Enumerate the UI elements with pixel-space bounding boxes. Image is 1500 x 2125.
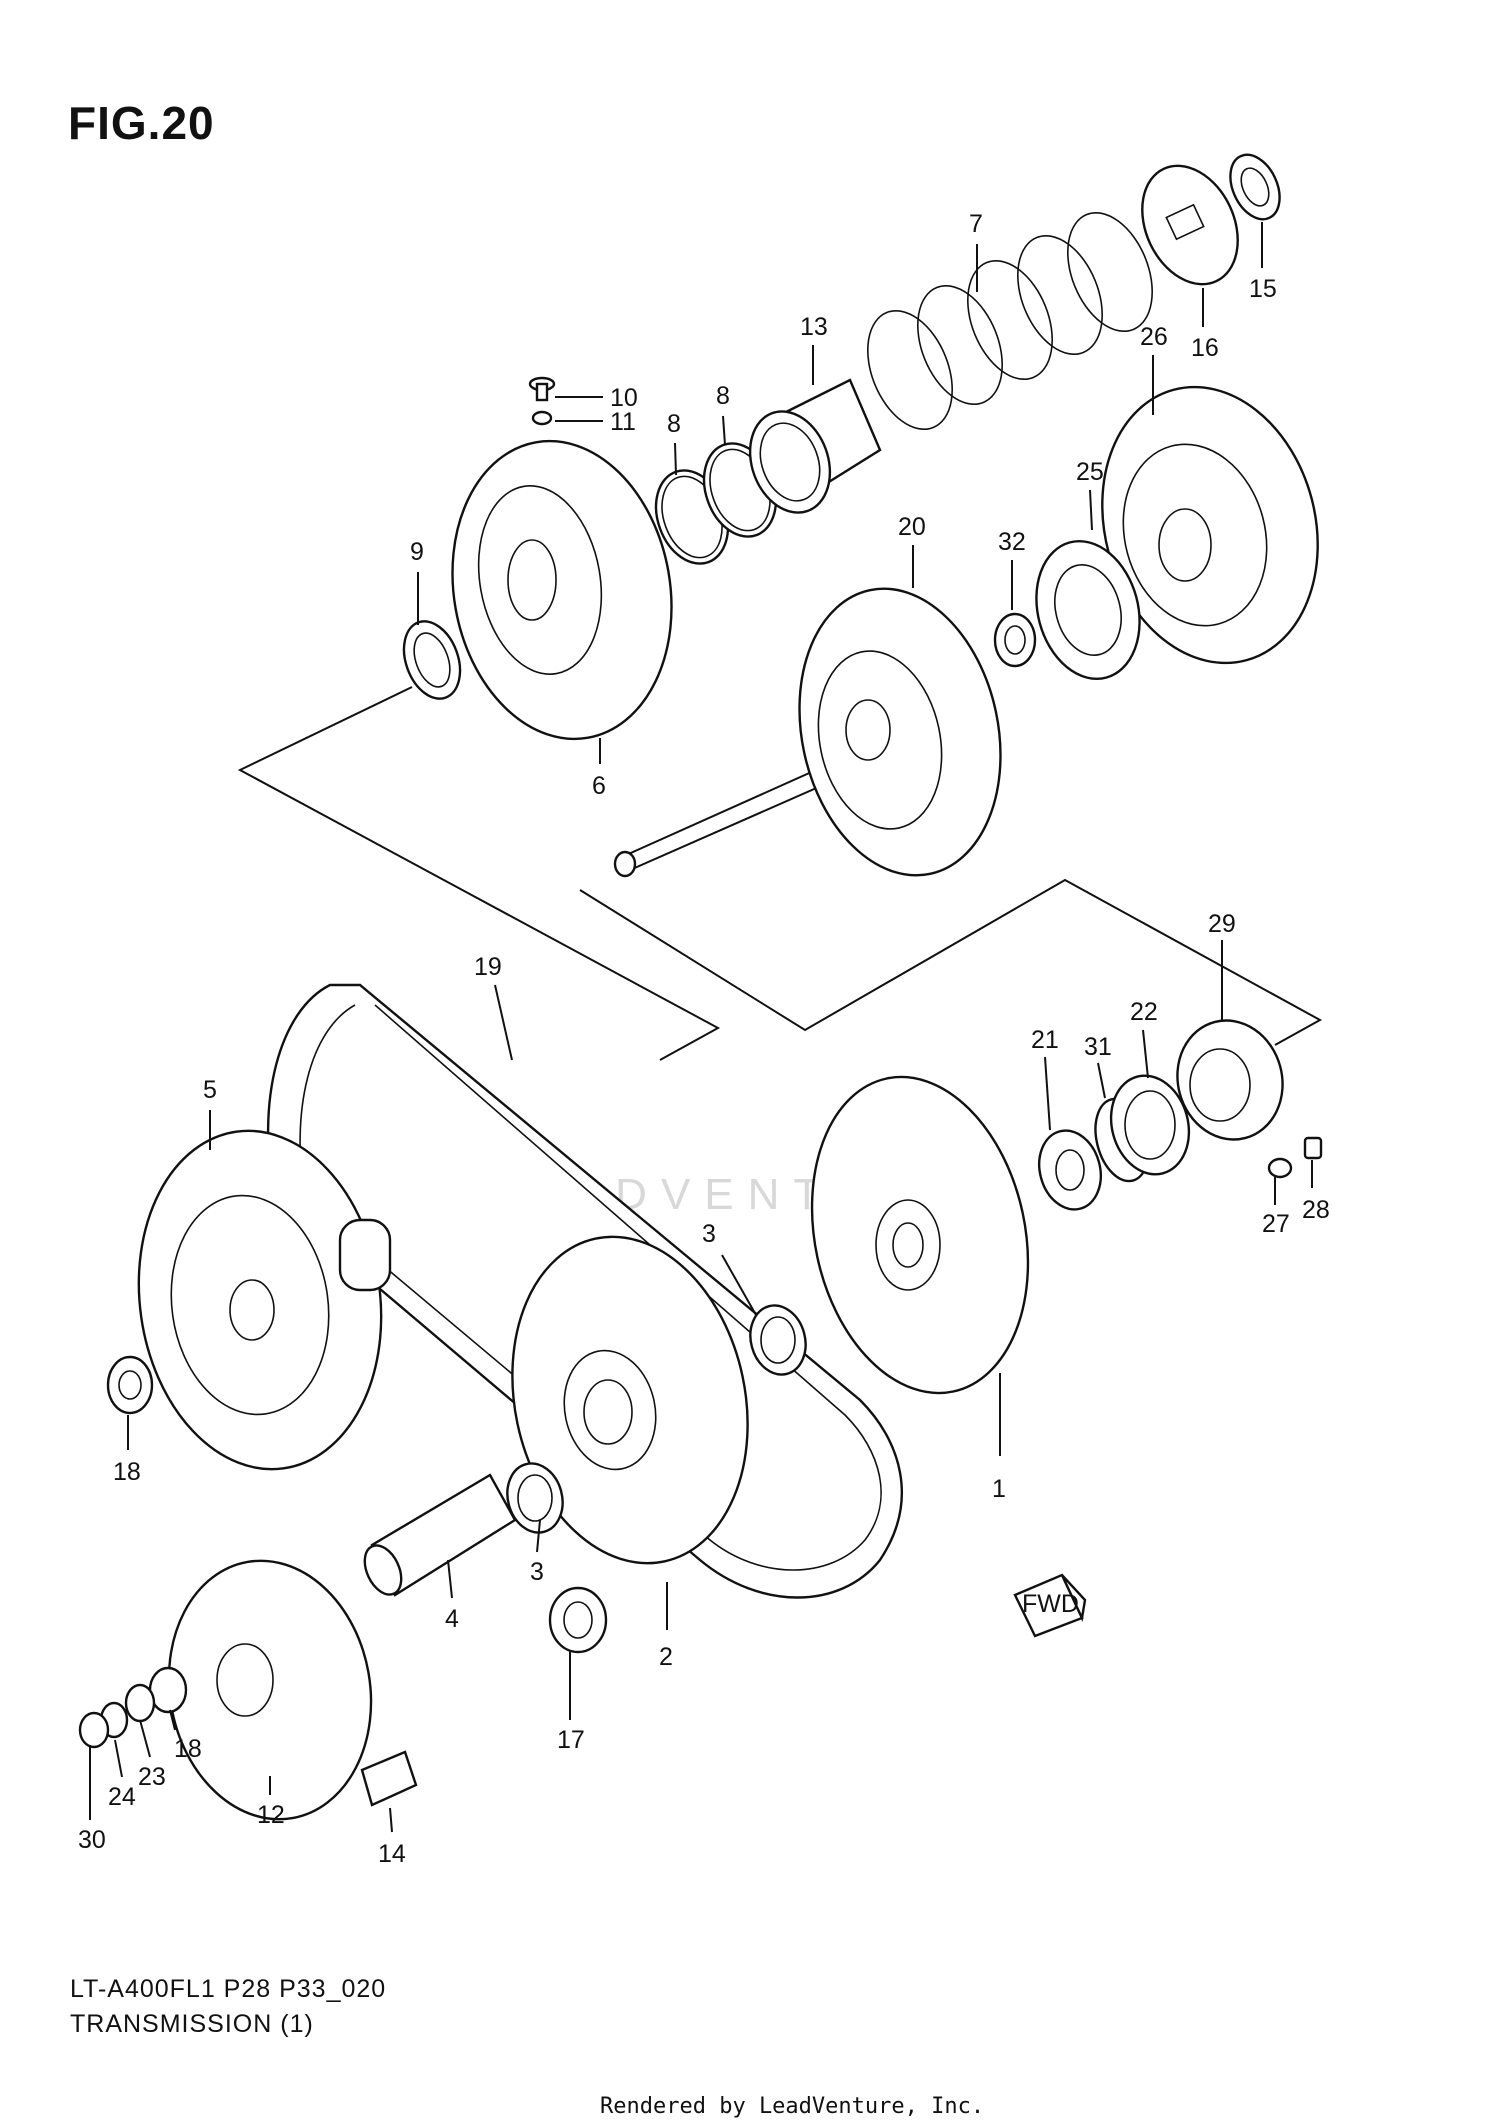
callout-28: 28 xyxy=(1302,1196,1330,1224)
callout-9: 9 xyxy=(410,538,424,566)
part-13-collar[interactable] xyxy=(737,378,882,524)
callout-15: 15 xyxy=(1249,275,1277,303)
callout-3b: 3 xyxy=(530,1558,544,1586)
callout-29: 29 xyxy=(1208,910,1236,938)
model-code: LT-A400FL1 P28 P33_020 xyxy=(70,1975,387,2003)
figure-title: FIG.20 xyxy=(68,97,215,149)
part-27-washer[interactable] xyxy=(1267,1157,1293,1179)
callout-11: 11 xyxy=(610,408,636,436)
part-16-plate[interactable] xyxy=(1124,150,1256,300)
part-18-nut-b[interactable] xyxy=(148,1666,188,1714)
callout-18a: 18 xyxy=(113,1458,141,1486)
callout-2: 2 xyxy=(659,1643,673,1671)
assembly-lines xyxy=(237,686,1323,1061)
callout-12: 12 xyxy=(257,1801,285,1829)
callout-7: 7 xyxy=(969,210,983,238)
callout-22: 22 xyxy=(1130,998,1158,1026)
part-4-collar[interactable] xyxy=(358,1473,517,1600)
part-23-washer[interactable] xyxy=(124,1683,156,1723)
fwd-badge: FWD xyxy=(1013,1573,1087,1638)
callout-3a: 3 xyxy=(702,1220,716,1248)
callout-14: 14 xyxy=(378,1840,406,1868)
callout-21: 21 xyxy=(1031,1026,1059,1054)
callout-1: 1 xyxy=(992,1475,1006,1503)
callout-30: 30 xyxy=(78,1826,106,1854)
part-3-seal-b[interactable] xyxy=(500,1457,570,1539)
part-5-driven-face[interactable] xyxy=(118,1115,403,1485)
part-20-clutch-housing[interactable] xyxy=(613,570,1026,894)
part-28-bolt[interactable] xyxy=(1303,1136,1323,1160)
part-15-nut[interactable] xyxy=(1221,147,1290,227)
callout-31: 31 xyxy=(1084,1033,1112,1061)
part-32-bushing[interactable] xyxy=(993,612,1037,668)
part-7-spring[interactable] xyxy=(852,200,1169,441)
part-21-spacer[interactable] xyxy=(1031,1124,1110,1217)
part-10-bolt[interactable] xyxy=(528,376,556,402)
callout-17: 17 xyxy=(557,1726,585,1754)
part-25-one-way-clutch[interactable] xyxy=(1022,529,1155,690)
part-17-bearing[interactable] xyxy=(548,1586,608,1654)
callout-8a: 8 xyxy=(667,410,681,438)
callout-leaders xyxy=(89,222,1313,1833)
rendered-by-credit: Rendered by LeadVenture, Inc. xyxy=(600,2094,985,2119)
part-3-seal-a[interactable] xyxy=(743,1299,813,1381)
part-14-clip[interactable] xyxy=(360,1750,418,1807)
part-30-nut[interactable] xyxy=(78,1711,110,1749)
part-6-drive-face[interactable] xyxy=(430,424,695,757)
callout-4: 4 xyxy=(445,1605,459,1633)
callout-13: 13 xyxy=(800,313,828,341)
callout-24: 24 xyxy=(108,1783,136,1811)
callout-27: 27 xyxy=(1262,1210,1290,1238)
callout-8b: 8 xyxy=(716,382,730,410)
callout-26: 26 xyxy=(1140,323,1168,351)
part-11-washer[interactable] xyxy=(531,410,553,426)
callout-10: 10 xyxy=(610,384,638,412)
callout-6: 6 xyxy=(592,772,606,800)
part-29-bearing[interactable] xyxy=(1164,1009,1296,1152)
callout-16: 16 xyxy=(1191,334,1219,362)
part-22-seal[interactable] xyxy=(1100,1067,1199,1183)
callout-25: 25 xyxy=(1076,458,1104,486)
callout-20: 20 xyxy=(898,513,926,541)
fwd-label: FWD xyxy=(1022,1590,1079,1618)
callout-18b: 18 xyxy=(174,1735,202,1763)
part-1-fixed-drive-face[interactable] xyxy=(784,1057,1056,1414)
part-18-nut-a[interactable] xyxy=(106,1355,154,1415)
callout-23: 23 xyxy=(138,1763,166,1791)
callout-32: 32 xyxy=(998,528,1026,556)
callout-5: 5 xyxy=(203,1076,217,1104)
section-name: TRANSMISSION (1) xyxy=(70,2010,314,2038)
callout-labels: 1 2 3 3 4 5 6 7 8 8 9 10 11 12 13 14 15 … xyxy=(78,210,1330,1868)
callout-19: 19 xyxy=(474,953,502,981)
part-2-movable-driven-face[interactable] xyxy=(483,1215,777,1586)
